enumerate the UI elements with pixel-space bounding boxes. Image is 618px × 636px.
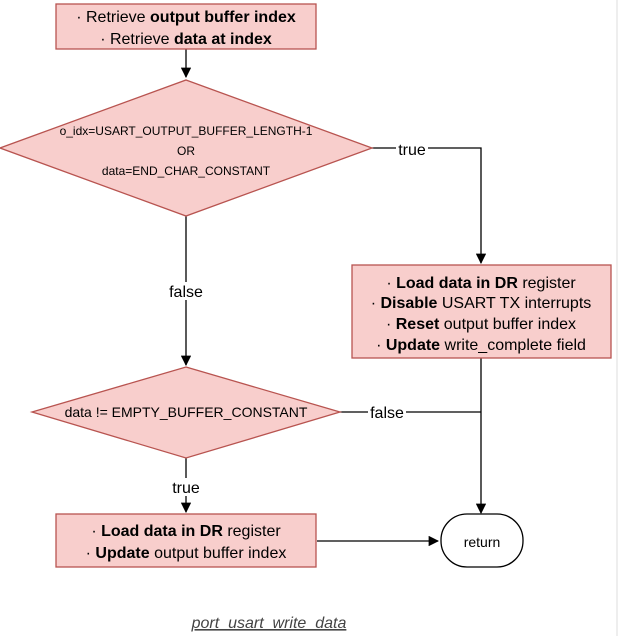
svg-text:false: false	[370, 405, 404, 422]
load-disable-line-1: · Load data in DR register	[386, 275, 576, 292]
node-load-disable: · Load data in DR register · Disable USA…	[351, 264, 612, 359]
diagram-caption: port_usart_write_data	[191, 615, 347, 632]
edge-true-to-load-disable	[372, 147, 487, 265]
check-empty-label: data != EMPTY_BUFFER_CONSTANT	[65, 404, 308, 420]
node-check-end: o_idx=USART_OUTPUT_BUFFER_LENGTH-1 OR da…	[0, 79, 374, 217]
load-disable-line-3: · Reset output buffer index	[386, 316, 576, 333]
node-retrieve: · Retrieve output buffer index · Retriev…	[55, 3, 317, 50]
edge-label-false-2: false	[368, 403, 406, 422]
node-load-update: · Load data in DR register · Update outp…	[55, 513, 317, 568]
edge-label-true-1: true	[396, 140, 428, 159]
edge-label-true-2: true	[170, 478, 202, 497]
check-end-line-3: data=END_CHAR_CONSTANT	[102, 164, 271, 178]
load-update-line-2: · Update output buffer index	[86, 545, 287, 562]
check-end-line-2: OR	[177, 144, 195, 158]
svg-text:true: true	[172, 480, 200, 497]
load-disable-line-2: · Disable USART TX interrupts	[371, 295, 592, 312]
retrieve-line-2: · Retrieve data at index	[100, 31, 272, 48]
edge-label-false-1: false	[167, 282, 205, 301]
svg-text:false: false	[169, 284, 203, 301]
svg-text:true: true	[398, 142, 426, 159]
load-disable-line-4: · Update write_complete field	[376, 337, 586, 354]
return-label: return	[464, 534, 501, 550]
node-check-empty: data != EMPTY_BUFFER_CONSTANT	[29, 366, 343, 459]
load-update-line-1: · Load data in DR register	[91, 523, 281, 540]
check-end-line-1: o_idx=USART_OUTPUT_BUFFER_LENGTH-1	[60, 124, 313, 138]
retrieve-line-1: · Retrieve output buffer index	[76, 9, 296, 26]
node-return: return	[440, 513, 524, 568]
